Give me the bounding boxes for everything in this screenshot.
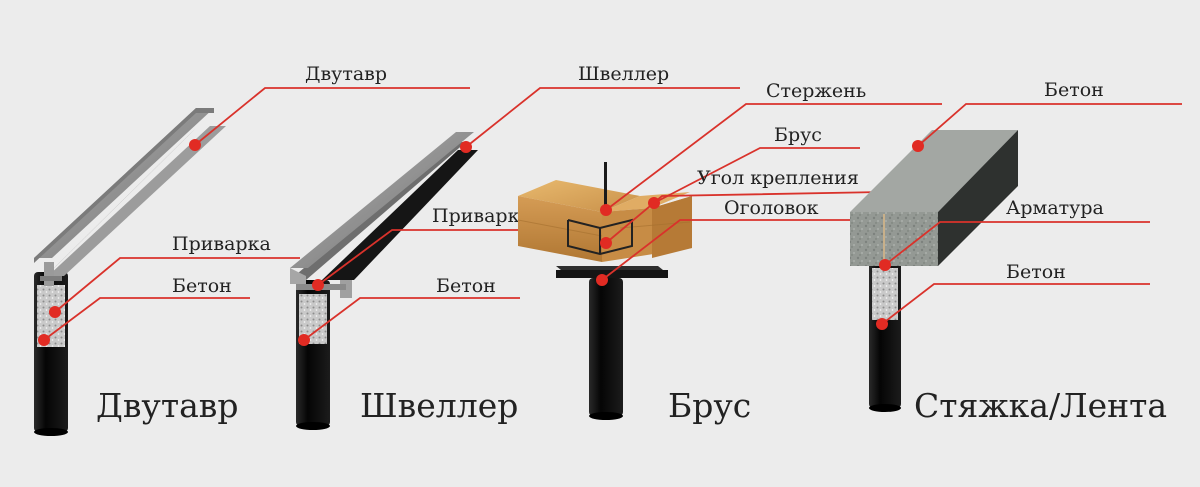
leader-strip-top bbox=[917, 103, 1182, 147]
leader-channel-concrete bbox=[303, 297, 520, 341]
label-strip-rebar: Арматура bbox=[1006, 197, 1104, 219]
dot-timber-beam bbox=[648, 197, 660, 209]
timber-bracket bbox=[567, 218, 633, 256]
dot-strip-concrete bbox=[876, 318, 888, 330]
label-strip-top: Бетон bbox=[1044, 79, 1104, 101]
channel-steel-beam bbox=[290, 132, 478, 298]
label-timber-rod: Стержень bbox=[766, 80, 866, 102]
dot-channel-beam bbox=[460, 141, 472, 153]
label-timber-cap: Оголовок bbox=[724, 197, 819, 219]
label-timber-beam: Брус bbox=[774, 124, 822, 146]
ibeam-pile bbox=[34, 272, 68, 436]
label-channel-weld: Приварка bbox=[432, 205, 531, 227]
strip-pile bbox=[869, 262, 901, 412]
dot-ibeam-concrete bbox=[38, 334, 50, 346]
dot-strip-top bbox=[912, 140, 924, 152]
label-ibeam-concrete: Бетон bbox=[172, 275, 232, 297]
strip-assembly: Бетон Арматура Бетон Стяжка/Лента bbox=[850, 79, 1182, 425]
leader-channel-weld bbox=[317, 229, 565, 286]
dot-strip-rebar bbox=[879, 259, 891, 271]
title-ibeam: Двутавр bbox=[96, 386, 238, 425]
timber-assembly: Стержень Брус Угол крепления Оголовок Бр… bbox=[517, 80, 942, 425]
leader-timber-bracket bbox=[605, 191, 883, 244]
leader-timber-cap bbox=[601, 219, 886, 281]
dot-timber-bracket bbox=[600, 237, 612, 249]
leader-strip-concrete bbox=[881, 283, 1150, 325]
dot-channel-weld bbox=[312, 279, 324, 291]
leader-channel-beam bbox=[465, 87, 740, 148]
dot-channel-concrete bbox=[298, 334, 310, 346]
title-channel: Швеллер bbox=[360, 386, 518, 425]
leader-ibeam-concrete bbox=[43, 297, 250, 341]
strip-concrete-beam bbox=[850, 130, 1018, 266]
leader-ibeam-weld bbox=[54, 257, 300, 313]
label-timber-bracket: Угол крепления bbox=[697, 167, 859, 189]
label-ibeam-weld: Приварка bbox=[172, 233, 271, 255]
leader-timber-rod bbox=[605, 103, 942, 211]
leader-ibeam-beam bbox=[194, 87, 470, 146]
title-timber: Брус bbox=[668, 386, 751, 425]
timber-cap-plate bbox=[556, 266, 668, 278]
label-channel-beam: Швеллер bbox=[578, 63, 669, 85]
title-strip: Стяжка/Лента bbox=[914, 386, 1167, 425]
leader-strip-rebar bbox=[884, 221, 1150, 266]
label-strip-concrete: Бетон bbox=[1006, 261, 1066, 283]
dot-ibeam-beam bbox=[189, 139, 201, 151]
channel-assembly: Швеллер Приварка Бетон Швеллер bbox=[290, 63, 740, 430]
dot-timber-rod bbox=[600, 204, 612, 216]
dot-ibeam-weld bbox=[49, 306, 61, 318]
dot-timber-cap bbox=[596, 274, 608, 286]
leader-timber-beam bbox=[653, 147, 860, 204]
timber-pile bbox=[589, 278, 623, 420]
label-channel-concrete: Бетон bbox=[436, 275, 496, 297]
timber-rod bbox=[604, 162, 607, 212]
label-ibeam-beam: Двутавр bbox=[305, 63, 387, 85]
channel-pile bbox=[296, 280, 330, 430]
ibeam-steel-beam bbox=[34, 108, 226, 286]
ibeam-assembly: Двутавр Приварка Бетон Двутавр bbox=[34, 63, 470, 436]
